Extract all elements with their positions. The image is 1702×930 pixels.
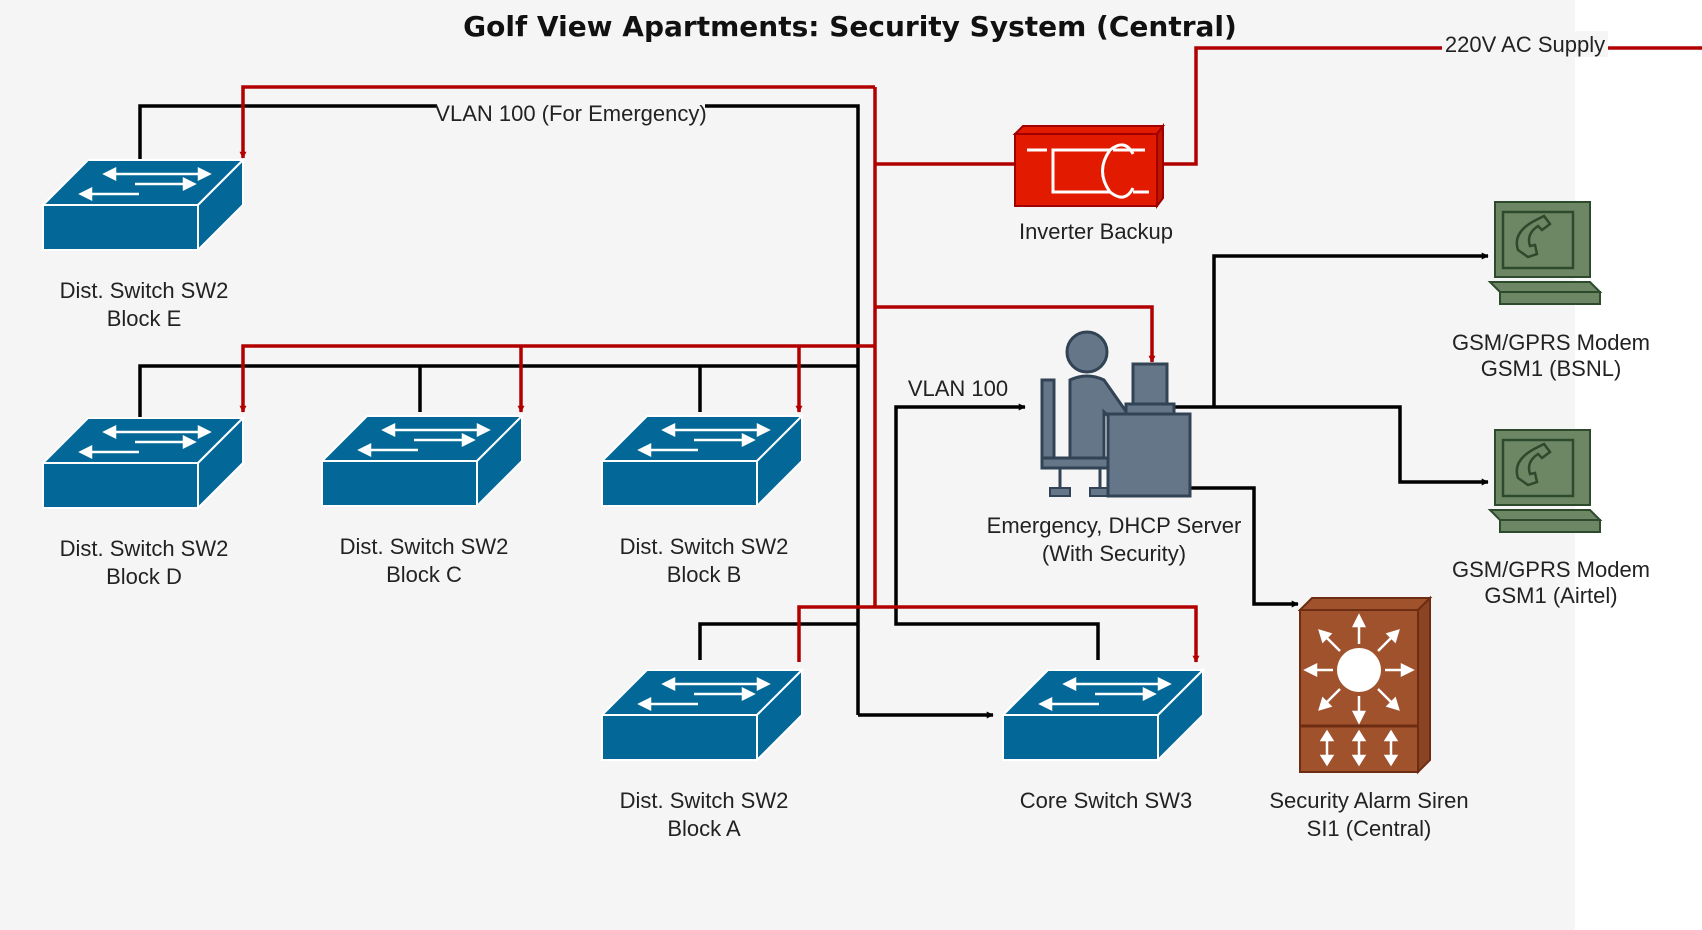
core-switch-label: Core Switch SW3 — [1020, 788, 1192, 813]
switch-block-b-label-2: Block B — [667, 562, 742, 587]
inverter-label: Inverter Backup — [1019, 219, 1173, 244]
modem-bsnl-label-1: GSM/GPRS Modem — [1452, 330, 1650, 355]
switch-block-a-label-2: Block A — [667, 816, 741, 841]
switch-block-c-label-2: Block C — [386, 562, 462, 587]
modem-airtel-label-1: GSM/GPRS Modem — [1452, 557, 1650, 582]
switch-block-e-label-2: Block E — [107, 306, 182, 331]
switch-block-b-label-1: Dist. Switch SW2 — [620, 534, 789, 559]
power-label-bg — [1442, 31, 1608, 57]
switch-block-e-label-1: Dist. Switch SW2 — [60, 278, 229, 303]
vlan-emergency-label: VLAN 100 (For Emergency) — [435, 101, 706, 126]
server-operator-icon[interactable] — [1040, 330, 1192, 498]
switch-block-d-label-2: Block D — [106, 564, 182, 589]
switch-block-a-label-1: Dist. Switch SW2 — [620, 788, 789, 813]
siren-label-2: SI1 (Central) — [1307, 816, 1432, 841]
network-links — [138, 104, 1489, 719]
siren-label-1: Security Alarm Siren — [1269, 788, 1468, 813]
modem-airtel-label-2: GSM1 (Airtel) — [1484, 583, 1617, 608]
vlan-emergency-label-bg — [437, 99, 705, 125]
server-label-2: (With Security) — [1042, 541, 1186, 566]
modem-bsnl-icon[interactable] — [1488, 200, 1602, 306]
inverter-icon[interactable] — [1012, 123, 1165, 209]
switch-block-c-label-1: Dist. Switch SW2 — [340, 534, 509, 559]
vlan-label: VLAN 100 — [908, 376, 1008, 401]
modem-bsnl-label-2: GSM1 (BSNL) — [1481, 356, 1622, 381]
switch-block-d-label-1: Dist. Switch SW2 — [60, 536, 229, 561]
diagram-title: Golf View Apartments: Security System (C… — [463, 10, 1237, 43]
siren-icon[interactable] — [1297, 595, 1433, 775]
power-supply-label: 220V AC Supply — [1445, 32, 1605, 57]
modem-airtel-icon[interactable] — [1488, 428, 1602, 534]
server-label-1: Emergency, DHCP Server — [987, 513, 1242, 538]
